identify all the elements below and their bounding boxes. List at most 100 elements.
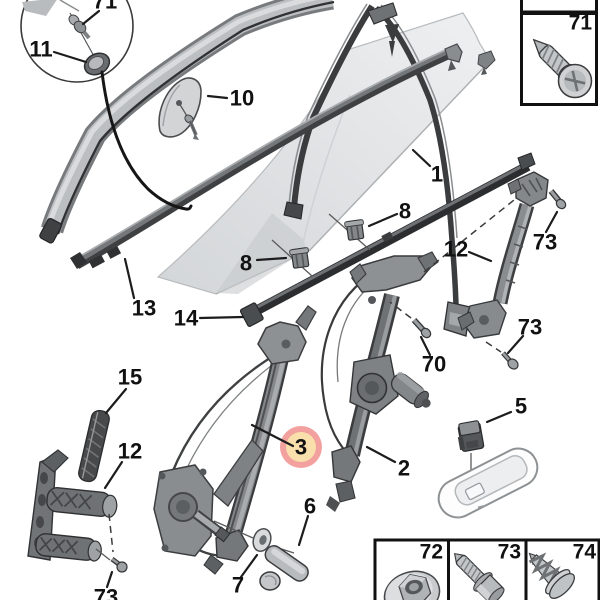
bolt-70: [389, 301, 432, 339]
callout-13[interactable]: 13: [132, 296, 156, 321]
leader-1: [411, 148, 432, 168]
leader-73-bottom-left: [105, 570, 114, 589]
assembly-dash-reg2-rail: [423, 199, 515, 273]
label-box-73[interactable]: 73: [498, 541, 521, 564]
manual-window-regulator-shape: [194, 511, 222, 535]
door-glass-shape: [301, 94, 351, 248]
glass-clips-shape: [344, 219, 364, 228]
front-run-channel-molding-shape: [39, 217, 62, 244]
screw-73-lower-right: [501, 351, 519, 370]
callout-73-mid-right[interactable]: 73: [518, 315, 542, 340]
crank-handle: [259, 545, 309, 591]
leader-5: [485, 410, 513, 424]
leader-73-mid-right: [506, 334, 525, 355]
front-guide-bracket-shape: [108, 513, 114, 553]
callout-1[interactable]: 1: [431, 162, 443, 187]
callout-3[interactable]: 3: [295, 435, 307, 460]
screw-73-bottom-left-shape: [116, 561, 128, 573]
manual-window-regulator-shape: [161, 544, 169, 552]
manual-window-regulator-shape: [281, 339, 291, 349]
callout-8-left[interactable]: 8: [240, 251, 252, 276]
inner-belt-weatherstrip-shape: [381, 231, 394, 243]
callout-73-bottom-left[interactable]: 73: [94, 585, 118, 600]
label-box-74[interactable]: 74: [573, 541, 597, 564]
callout-73-upper-right[interactable]: 73: [533, 230, 557, 255]
leader-6: [297, 514, 310, 547]
switch-bezel-shape: [464, 482, 485, 501]
glass-clips-shape: [301, 254, 305, 267]
rear-guide-rail: [457, 171, 567, 370]
callout-7[interactable]: 7: [232, 573, 244, 598]
highlight-ring: [280, 426, 322, 468]
pan-head-screw-71-shape: [564, 70, 586, 92]
window-switch-shape: [458, 420, 481, 437]
rear-guide-rail-shape: [509, 261, 520, 266]
callout-12-right[interactable]: 12: [444, 237, 468, 262]
manual-window-regulator-shape: [176, 500, 190, 514]
callout-15[interactable]: 15: [118, 365, 142, 390]
window-switch: [457, 420, 485, 477]
detail-grommet-shape: [87, 56, 105, 70]
callout-70[interactable]: 70: [422, 352, 446, 377]
callout-14[interactable]: 14: [174, 306, 199, 331]
callout-2[interactable]: 2: [398, 456, 410, 481]
callout-6[interactable]: 6: [304, 494, 316, 519]
inner-belt-weatherstrip-shape: [239, 302, 264, 327]
highlight-ring-shape: [286, 432, 316, 462]
power-window-regulator-shape: [349, 263, 367, 285]
exterior-trim-blade-shape: [162, 84, 181, 127]
callout-10[interactable]: 10: [230, 86, 254, 111]
callout-71-top-left[interactable]: 71: [93, 0, 117, 14]
front-run-channel-molding-shape: [46, 0, 318, 226]
leader-12-left: [103, 460, 124, 490]
detail-circle: [20, 0, 193, 211]
outer-belt-weatherstrip-shape: [88, 254, 105, 269]
leader-8-right: [367, 212, 399, 228]
hex-flange-bolt-73-shape: [459, 556, 482, 583]
crank-handle-shape: [259, 571, 281, 591]
front-guide-bracket: [27, 449, 128, 573]
rear-guide-rail-shape: [517, 225, 528, 230]
rear-guide-rail-shape: [495, 203, 532, 304]
manual-window-regulator: [153, 305, 317, 575]
callout-8-right[interactable]: 8: [399, 199, 411, 224]
door-glass: [156, 12, 490, 295]
glass-clips-shape: [295, 254, 299, 268]
switch-bezel: [437, 447, 539, 519]
rear-guide-rail-shape: [535, 177, 543, 191]
flanged-nut-72: [383, 570, 441, 600]
rear-guide-rail-shape: [528, 179, 538, 193]
front-guide-bracket-shape: [102, 494, 118, 518]
detail-circle-shape: [59, 0, 80, 12]
callout-12-left[interactable]: 12: [118, 439, 142, 464]
label-box-71[interactable]: 71: [569, 12, 593, 35]
glass-clips-shape: [289, 247, 309, 256]
manual-window-regulator-shape: [213, 520, 254, 539]
inset-box-71: [520, 12, 598, 106]
callout-11[interactable]: 11: [29, 37, 52, 62]
power-window-regulator: [320, 251, 439, 512]
crank-washer-shape: [259, 535, 267, 545]
glass-clips: [271, 213, 371, 277]
glass-run-channel: [283, 2, 471, 337]
callout-5[interactable]: 5: [515, 394, 527, 419]
screw-73-lower-right-shape: [507, 358, 519, 370]
inner-belt-weatherstrip-shape: [517, 152, 536, 171]
bolt-73-upper-shape: [549, 189, 561, 203]
label-box-72[interactable]: 72: [420, 541, 443, 564]
front-guide-bracket-shape: [36, 516, 44, 528]
outer-belt-weatherstrip-shape: [70, 252, 87, 269]
front-guide-bracket-shape: [46, 487, 112, 517]
screw-73-bottom-left-shape: [111, 557, 120, 566]
crank-washer: [252, 528, 272, 552]
power-window-regulator-shape: [320, 269, 379, 461]
leader-7: [239, 553, 259, 579]
outer-belt-weatherstrip-shape: [74, 47, 451, 260]
manual-window-regulator-shape: [199, 468, 207, 476]
manual-window-regulator-shape: [231, 342, 290, 542]
leader-11: [52, 50, 88, 64]
exterior-trim-blade-shape: [193, 133, 199, 140]
bolt-70-shape: [389, 301, 412, 319]
